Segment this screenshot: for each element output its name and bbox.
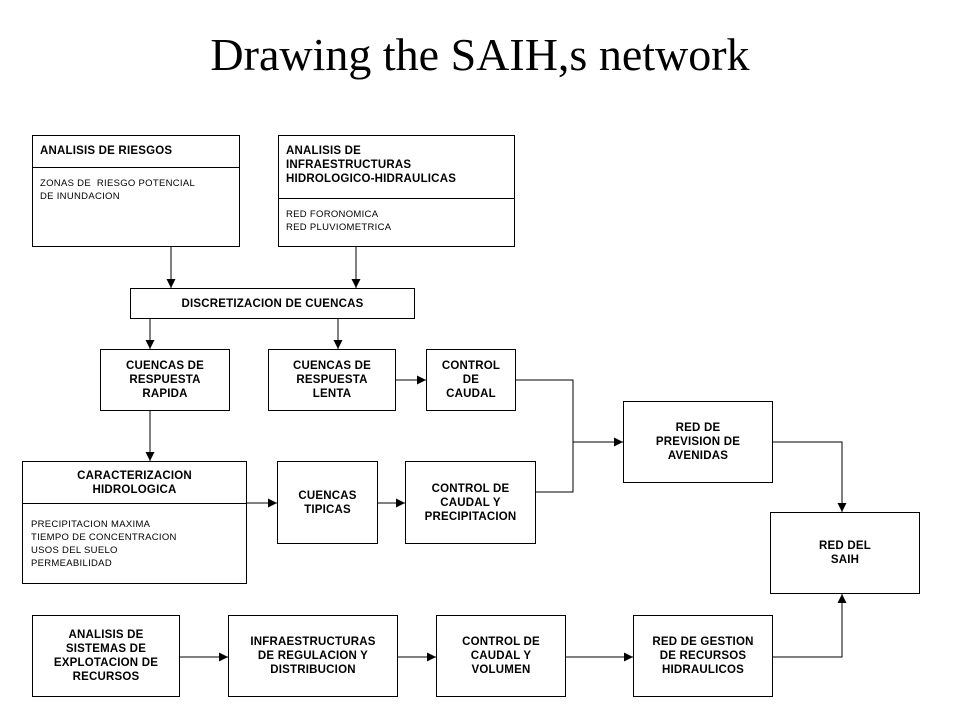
- item: USOS DEL SUELO: [31, 545, 118, 556]
- analisis-infraestructuras-items: RED FORONOMICA RED PLUVIOMETRICA: [279, 199, 514, 234]
- analisis-infraestructuras-box: ANALISIS DE INFRAESTRUCTURAS HIDROLOGICO…: [278, 135, 515, 247]
- cuencas-tipicas-box: CUENCAS TIPICAS: [277, 461, 378, 544]
- cuencas-lenta-box: CUENCAS DE RESPUESTA LENTA: [268, 349, 396, 411]
- item: PRECIPITACION MAXIMA: [31, 519, 151, 530]
- analisis-infraestructuras-header: ANALISIS DE INFRAESTRUCTURAS HIDROLOGICO…: [279, 136, 514, 199]
- red-gestion-box: RED DE GESTION DE RECURSOS HIDRAULICOS: [633, 615, 773, 697]
- analisis-riesgos-header: ANALISIS DE RIESGOS: [33, 136, 239, 168]
- arrow-prevision-to-saih: [773, 441, 847, 512]
- item: RED PLUVIOMETRICA: [286, 222, 392, 233]
- item: PERMEABILIDAD: [31, 558, 112, 569]
- arrow-gestion-to-saih: [773, 594, 847, 658]
- analisis-riesgos-box: ANALISIS DE RIESGOS ZONAS DE RIESGO POTE…: [32, 135, 240, 247]
- caracterizacion-header: CARACTERIZACION HIDROLOGICA: [23, 462, 246, 504]
- caracterizacion-items: PRECIPITACION MAXIMA TIEMPO DE CONCENTRA…: [23, 504, 246, 570]
- cuencas-rapida-box: CUENCAS DE RESPUESTA RAPIDA: [100, 349, 230, 411]
- control-caudal-volumen-box: CONTROL DE CAUDAL Y VOLUMEN: [436, 615, 566, 697]
- red-prevision-box: RED DE PREVISION DE AVENIDAS: [623, 401, 773, 483]
- connector-control-caudal-merge: [515, 379, 574, 493]
- caracterizacion-box: CARACTERIZACION HIDROLOGICA PRECIPITACIO…: [22, 461, 247, 584]
- page-title: Drawing the SAIH,s network: [210, 29, 750, 80]
- item: RED FORONOMICA: [286, 209, 379, 220]
- red-saih-box: RED DEL SAIH: [770, 512, 920, 594]
- item: TIEMPO DE CONCENTRACION: [31, 532, 177, 543]
- item: DE INUNDACION: [40, 191, 120, 202]
- control-caudal-precipitacion-box: CONTROL DE CAUDAL Y PRECIPITACION: [405, 461, 536, 544]
- control-caudal-box: CONTROL DE CAUDAL: [426, 349, 516, 411]
- discretizacion-box: DISCRETIZACION DE CUENCAS: [130, 288, 415, 319]
- analisis-riesgos-items: ZONAS DE RIESGO POTENCIAL DE INUNDACION: [33, 168, 239, 203]
- infraestructuras-regulacion-box: INFRAESTRUCTURAS DE REGULACION Y DISTRIB…: [228, 615, 398, 697]
- item: ZONAS DE RIESGO POTENCIAL: [40, 178, 196, 189]
- analisis-sistemas-box: ANALISIS DE SISTEMAS DE EXPLOTACION DE R…: [32, 615, 180, 697]
